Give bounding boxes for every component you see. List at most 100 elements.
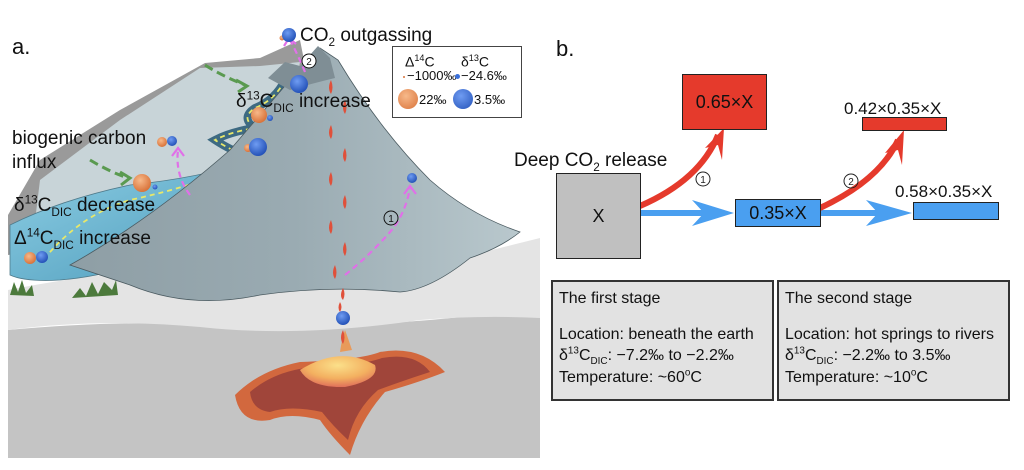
particles [24, 28, 417, 325]
deep-co2-release-label: Deep CO2 release [514, 151, 667, 173]
orange-particle [133, 174, 151, 192]
stage2-emitted-label: 0.42×0.35×X [844, 99, 942, 118]
text-part: δ [785, 347, 794, 365]
stage-location: Location: hot springs to rivers [785, 325, 994, 343]
source-box: X [556, 173, 641, 259]
text-part: C [690, 368, 702, 386]
blue-particle [282, 28, 296, 42]
blue-arrow-head-1 [692, 200, 734, 226]
stage-d13c-range: δ13CDIC: −2.2‰ to 3.5‰ [785, 345, 1002, 368]
biogenic-influx-arrows [89, 63, 246, 180]
blue-particle [36, 251, 48, 263]
volcano-illustration: 2 1 [8, 28, 540, 458]
step-2-marker-ring [843, 173, 859, 189]
step-2-marker: 2 [306, 57, 312, 68]
large-blue-particle-icon [453, 89, 473, 109]
label-part: increase [293, 91, 371, 112]
stage1-remaining-box: 0.35×X [735, 199, 821, 227]
step-1-marker: 1 [700, 175, 706, 186]
legend-part: Δ [405, 53, 415, 70]
orange-particle [157, 137, 167, 147]
text-part: Temperature: ~60 [559, 368, 685, 386]
stage1-emitted-box: 0.65×X [682, 74, 767, 130]
stage-title: The first stage [559, 290, 661, 307]
small-orange-particle-icon [403, 76, 405, 78]
label-part: 14 [26, 226, 40, 240]
label-part: Δ [14, 228, 27, 249]
panel-b-label: b. [556, 36, 575, 61]
label-part: δ [14, 195, 25, 216]
text-part: C [916, 368, 928, 386]
step-2-marker: 2 [848, 177, 854, 188]
blue-particle [290, 75, 308, 93]
magma-conduit [340, 330, 352, 352]
spacer [785, 310, 1002, 324]
legend-part: δ [461, 53, 469, 70]
step-1-marker: 1 [388, 214, 394, 225]
isotope-legend: Δ14C δ13C −1000‰ −24.6‰ 22‰ 3.5‰ [392, 46, 522, 118]
step-1-marker-ring [383, 210, 399, 226]
red-arrow-head-1 [705, 128, 724, 160]
magma-chamber-dark [250, 356, 430, 440]
stage-location: Location: beneath the earth [559, 325, 754, 343]
label-part: 2 [593, 160, 600, 174]
red-arrow-head-2 [885, 130, 904, 165]
text-part: : −2.2‰ to 3.5‰ [833, 347, 951, 365]
text-part: C [578, 347, 591, 365]
label-part: 2 [328, 35, 336, 49]
legend-part: C [478, 53, 490, 70]
label-part: DIC [53, 238, 74, 252]
label-part: 13 [24, 193, 38, 207]
magma-core [300, 356, 376, 388]
blue-arrow-head-2 [866, 200, 912, 226]
blue-particle [152, 184, 158, 190]
label-part: C [259, 91, 274, 112]
small-blue-particle-icon [455, 74, 460, 79]
co2-outgassing-label: CO2 outgassing [300, 25, 432, 48]
volcano-cone [69, 47, 521, 301]
step-1-marker-ring [695, 171, 711, 187]
text-part: DIC [590, 356, 608, 368]
large-orange-particle-icon [398, 89, 418, 109]
stage2-remaining-label: 0.58×0.35×X [895, 182, 993, 201]
legend-small-d13C-value: −24.6‰ [461, 68, 507, 83]
biogenic-carbon-influx-label: biogenic carbon influx [12, 127, 146, 175]
second-stage-box: The second stage Location: hot springs t… [777, 280, 1010, 401]
magma-droplets [329, 80, 347, 344]
text-part: C [804, 347, 817, 365]
label-part: CO [300, 25, 329, 46]
co2-migration-paths [176, 39, 412, 276]
legend-part: C [424, 53, 435, 70]
d13c-decrease-label: δ13CDIC decrease [14, 193, 156, 218]
stage2-remaining-bar [913, 202, 999, 220]
stage-d13c-range: δ13CDIC: −7.2‰ to −2.2‰ [559, 345, 766, 368]
blue-particle [267, 115, 273, 121]
legend-large-D14C-value: 22‰ [419, 92, 447, 107]
label-part: 13 [246, 89, 260, 103]
text-part: o [684, 367, 691, 379]
label-part: δ [236, 91, 247, 112]
text-part: DIC [816, 356, 834, 368]
first-stage-box: The first stage Location: beneath the ea… [551, 280, 774, 401]
legend-header-d13C: δ13C [461, 53, 489, 70]
D14c-increase-label: Δ14CDIC increase [14, 226, 151, 251]
legend-small-D14C-value: −1000‰ [407, 68, 457, 83]
text-part: 13 [793, 345, 805, 357]
orange-particle [24, 252, 36, 264]
text-part: 13 [567, 345, 579, 357]
text-part: δ [559, 347, 568, 365]
summit-rock [268, 46, 335, 90]
grass [72, 280, 118, 298]
legend-part: 13 [468, 53, 479, 63]
label-line: influx [12, 151, 57, 173]
text-part: Temperature: ~10 [785, 368, 911, 386]
river-flow-line [44, 79, 286, 259]
label-part: C [37, 195, 52, 216]
blue-arrow-shaft-1 [640, 210, 720, 216]
red-arrow-2 [818, 138, 901, 211]
stage2-emitted-bar [862, 117, 947, 131]
label-part: decrease [71, 195, 156, 216]
stage-temperature: Temperature: ~10oC [785, 367, 1002, 389]
label-line: biogenic carbon [12, 128, 147, 149]
blue-particle [249, 138, 267, 156]
